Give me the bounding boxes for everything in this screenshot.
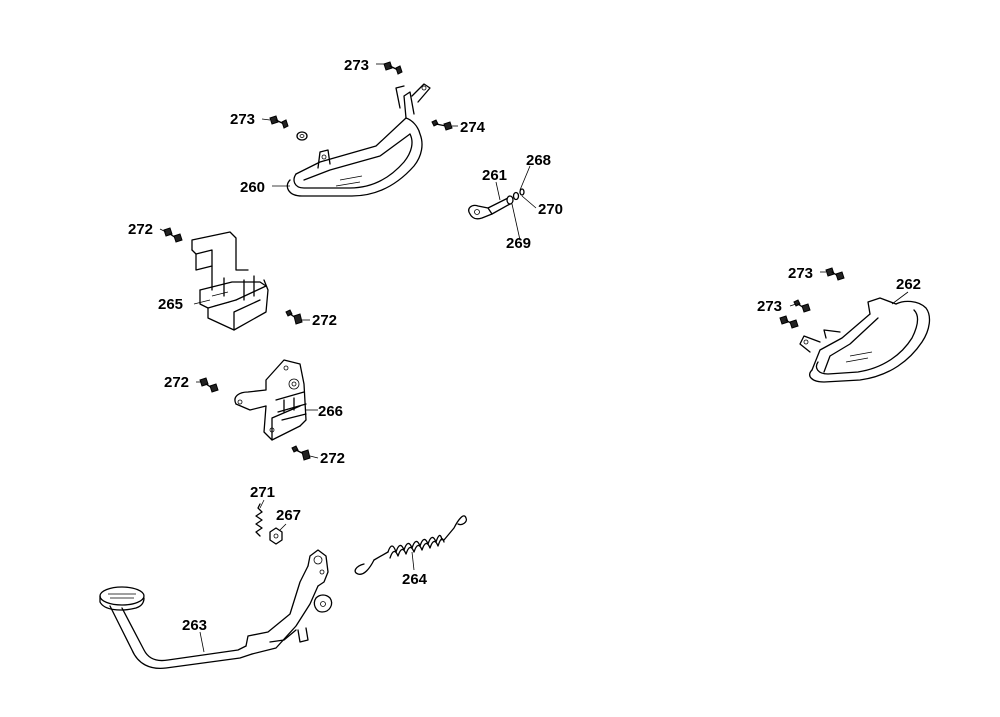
bolt-272-c [199,377,219,393]
callout-273-top: 273 [344,57,369,74]
washer-273-left [296,131,308,141]
callout-272-c: 272 [164,374,189,391]
bolt-274 [431,119,453,131]
part-260-footrest-bar [286,83,431,197]
callout-272-d: 272 [320,450,345,467]
callout-270: 270 [538,201,563,218]
bolt-272-a [163,227,183,243]
callout-271: 271 [250,484,275,501]
callout-272-b: 272 [312,312,337,329]
part-265-bracket [191,231,269,331]
bolt-273-left [269,115,289,129]
callout-262: 262 [896,276,921,293]
part-266-bracket [234,359,307,441]
callout-264: 264 [402,571,428,588]
callout-267: 267 [276,507,301,524]
callout-274: 274 [460,119,486,136]
callout-260: 260 [240,179,265,196]
bolt-272-d [291,445,311,461]
callout-273-left: 273 [230,111,255,128]
bolt-273-right-a [825,267,845,281]
bolt-273-top [383,61,403,75]
callout-272-a: 272 [128,221,153,238]
callout-269: 269 [506,235,531,252]
part-262-footrest-bar [799,297,931,383]
callout-266: 266 [318,403,343,420]
bolt-273-right-c [779,315,799,329]
callout-263: 263 [182,617,207,634]
leader-lines [159,63,909,653]
callout-268: 268 [526,152,551,169]
part-264-spring [354,515,468,575]
callout-261: 261 [482,167,507,184]
part-271-small-spring [255,503,263,537]
bolt-272-b [285,309,303,325]
part-267-nut [269,527,283,545]
part-261-pin-assembly [468,188,525,220]
callout-265: 265 [158,296,183,313]
callout-273-right-b: 273 [757,298,782,315]
part-263-brake-pedal [99,549,333,670]
callout-273-right-a: 273 [788,265,813,282]
bolt-273-right-b [793,299,811,313]
